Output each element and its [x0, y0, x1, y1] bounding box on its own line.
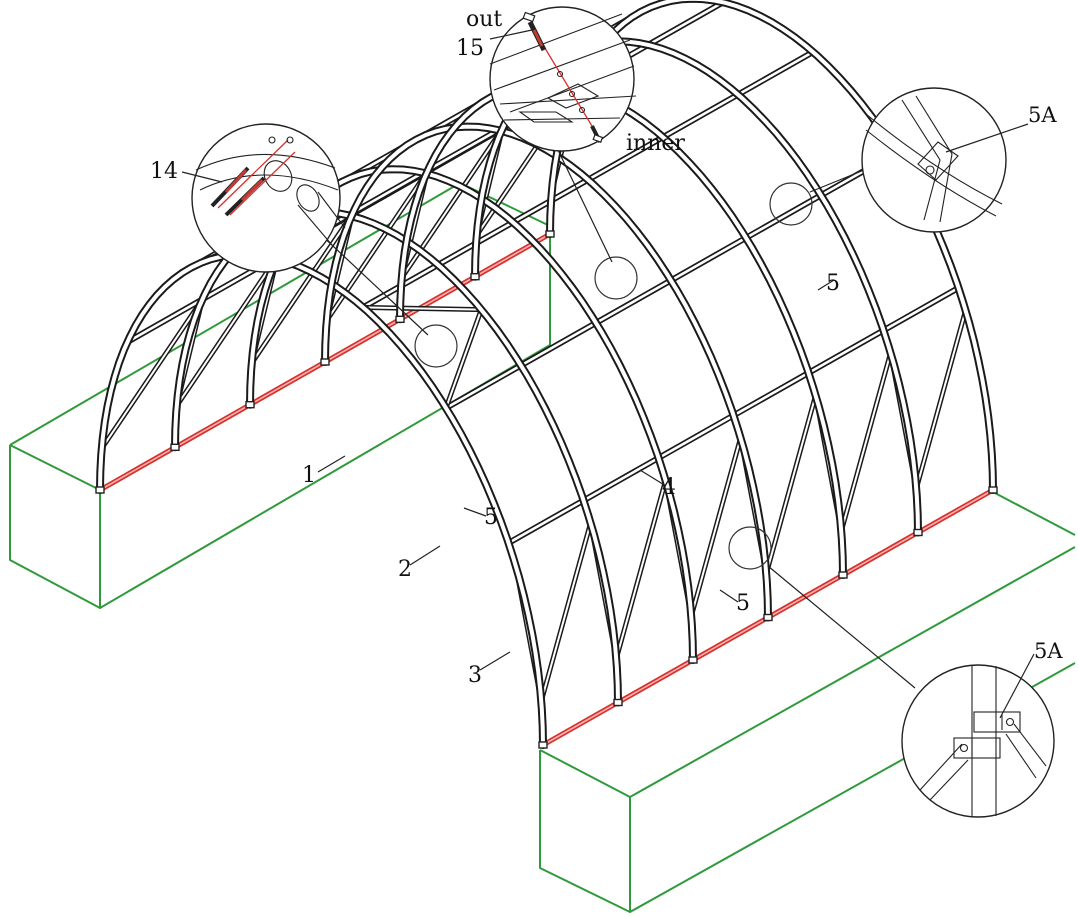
- callout-detail-5A-top: [861, 87, 1029, 233]
- callout-detail-14: [181, 123, 346, 273]
- purlin: [730, 369, 812, 419]
- bolt-14-a: [210, 166, 250, 208]
- arch-rib: [470, 37, 923, 537]
- label-part-5-bottom: 5: [736, 591, 750, 616]
- arch-rib: [170, 207, 623, 707]
- purlin: [645, 0, 727, 48]
- label-part-5-front: 5: [484, 505, 498, 530]
- purlin: [668, 234, 750, 284]
- label-out: out: [466, 7, 502, 32]
- label-part-15: 15: [456, 36, 484, 61]
- label-part-5A-top: 5A: [1028, 103, 1057, 127]
- purlin: [124, 296, 206, 345]
- clamp-5A-bottom-lower: [953, 737, 1001, 759]
- diagonal-brace: [360, 304, 484, 411]
- detail-marker-15: [594, 256, 638, 300]
- label-part-5A-bottom: 5A: [1034, 639, 1063, 663]
- label-part-1: 1: [302, 463, 316, 488]
- purlin: [345, 169, 427, 219]
- label-part-5-right: 5: [826, 271, 840, 296]
- detail-marker-5A-top: [769, 182, 813, 226]
- purlin: [655, 412, 737, 461]
- clamp-5A-top: [917, 141, 959, 181]
- bolt-15-head: [522, 11, 547, 52]
- label-part-14: 14: [150, 159, 178, 184]
- label-part-4: 4: [662, 475, 676, 500]
- label-part-3: 3: [468, 663, 482, 688]
- label-inner: inner: [626, 131, 685, 156]
- purlin: [420, 127, 502, 176]
- callout-leaders: [317, 149, 916, 689]
- purlin: [880, 284, 962, 334]
- purlin: [443, 362, 525, 411]
- purlin: [518, 319, 600, 369]
- clamp-5A-bottom-upper: [973, 711, 1021, 733]
- bolt-14-b: [224, 176, 266, 217]
- callout-detail-5A-bottom: [901, 653, 1055, 818]
- part-leaders: [317, 279, 835, 671]
- label-part-2: 2: [398, 557, 412, 582]
- purlin: [735, 49, 817, 98]
- purlin: [580, 454, 662, 504]
- purlin: [660, 91, 742, 141]
- detail-marker-5A-bottom: [728, 526, 772, 570]
- purlin: [505, 497, 587, 546]
- arch-rib: [95, 250, 548, 749]
- purlin: [585, 134, 667, 183]
- bolt-15-nut: [590, 125, 604, 143]
- purlin: [743, 192, 825, 241]
- detail-marker-14: [414, 324, 458, 368]
- purlin: [593, 277, 675, 326]
- purlin: [805, 327, 887, 376]
- callout-detail-15: [489, 6, 637, 152]
